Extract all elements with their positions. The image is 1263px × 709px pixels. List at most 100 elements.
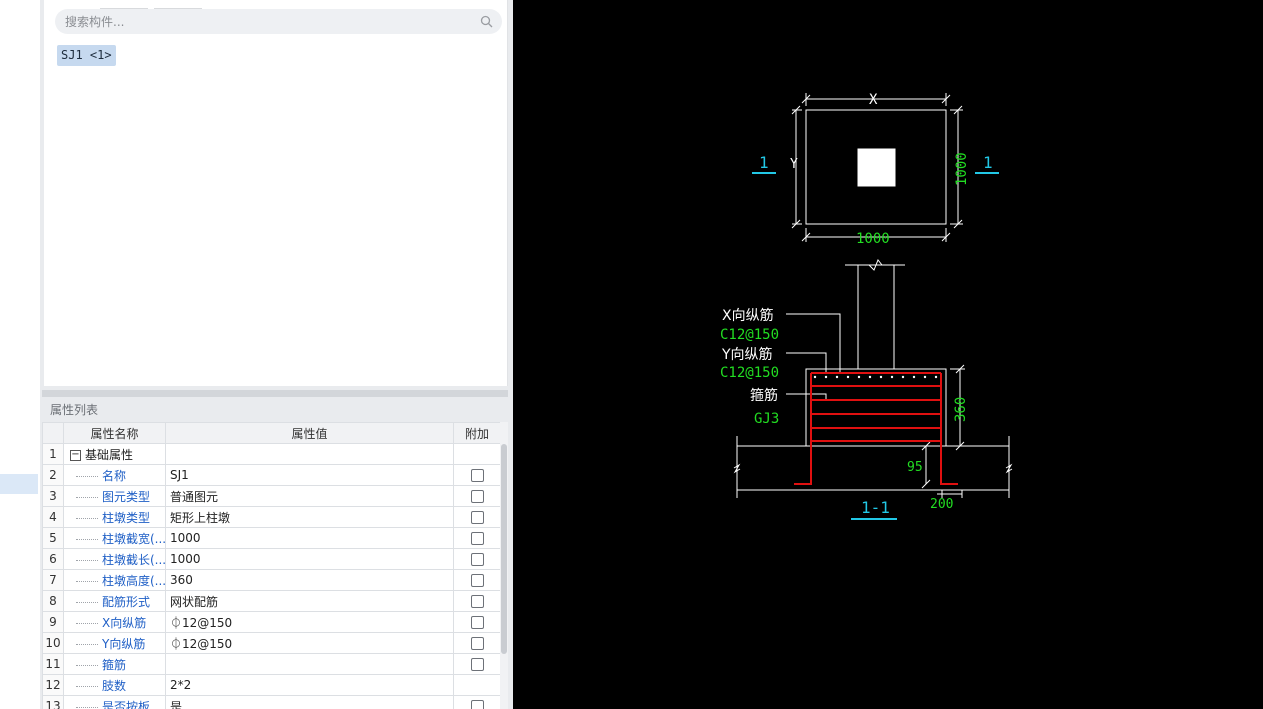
property-scrollbar[interactable] <box>500 422 508 709</box>
property-row[interactable]: 1−基础属性 <box>42 443 501 465</box>
tree-connector <box>76 580 98 582</box>
property-name-text: 基础属性 <box>85 447 134 462</box>
extra-checkbox[interactable] <box>470 658 484 671</box>
property-extra-cell <box>453 632 501 654</box>
property-value[interactable]: 普通图元 <box>165 485 454 507</box>
property-name-text: 柱墩截宽(... <box>102 531 166 546</box>
plan-width-value: 1000 <box>856 231 890 247</box>
section-title: 1-1 <box>861 498 890 517</box>
extra-checkbox[interactable] <box>470 532 484 545</box>
tree-connector <box>76 664 98 666</box>
column-plan <box>857 148 896 187</box>
rebar-dots <box>813 375 938 379</box>
property-name: 是否按板... <box>63 695 166 709</box>
tree-connector <box>76 622 98 624</box>
property-value[interactable]: 2*2 <box>165 674 454 696</box>
property-name: 柱墩高度(... <box>63 569 166 591</box>
extra-checkbox[interactable] <box>470 637 484 650</box>
tree-connector <box>76 559 98 561</box>
cad-drawing: X Y 1000 1000 1 1 <box>720 92 1013 520</box>
property-name: Y向纵筋 <box>63 632 166 654</box>
tree-connector <box>76 538 98 540</box>
extra-checkbox[interactable] <box>470 616 484 629</box>
property-value[interactable]: 360 <box>165 569 454 591</box>
y-rebar-label: Y向纵筋 <box>721 346 773 363</box>
y-rebar-spec: C12@150 <box>720 365 779 381</box>
property-value[interactable]: ⏀12@150 <box>165 632 454 654</box>
property-pane-title: 属性列表 <box>42 398 508 422</box>
search-icon[interactable] <box>480 15 493 28</box>
component-item-sj1[interactable]: SJ1 <1> <box>57 45 116 66</box>
property-extra-cell <box>453 569 501 591</box>
extra-checkbox[interactable] <box>470 469 484 482</box>
property-row-index: 4 <box>42 506 64 528</box>
cad-drawing-view[interactable]: X Y 1000 1000 1 1 <box>513 0 1263 709</box>
property-extra-cell <box>453 611 501 633</box>
extra-checkbox[interactable] <box>470 574 484 587</box>
property-row[interactable]: 5 柱墩截宽(...1000 <box>42 527 501 549</box>
property-scrollbar-thumb[interactable] <box>501 444 507 654</box>
property-extra-cell <box>453 590 501 612</box>
property-extra-cell <box>453 695 501 709</box>
stirrup-spec: GJ3 <box>754 411 779 427</box>
property-value[interactable]: 网状配筋 <box>165 590 454 612</box>
search-box <box>55 9 502 34</box>
property-name: 名称 <box>63 464 166 486</box>
anchor-length-value: 95 <box>907 460 923 475</box>
property-extra-cell <box>453 506 501 528</box>
property-name-text: 肢数 <box>102 678 127 693</box>
property-name: 柱墩截长(... <box>63 548 166 570</box>
search-input[interactable] <box>65 12 465 31</box>
section-height-value: 360 <box>953 397 969 422</box>
property-name-text: 图元类型 <box>102 489 151 504</box>
header-name: 属性名称 <box>63 422 166 444</box>
extra-checkbox[interactable] <box>470 700 484 709</box>
property-value[interactable]: 矩形上柱墩 <box>165 506 454 528</box>
extra-checkbox[interactable] <box>470 490 484 503</box>
property-name-text: 柱墩类型 <box>102 510 151 525</box>
property-table-header: 属性名称 属性值 附加 <box>42 422 501 444</box>
property-name: 柱墩类型 <box>63 506 166 528</box>
extra-checkbox[interactable] <box>470 553 484 566</box>
property-row-index: 3 <box>42 485 64 507</box>
property-row[interactable]: 4 柱墩类型矩形上柱墩 <box>42 506 501 528</box>
property-value[interactable]: SJ1 <box>165 464 454 486</box>
collapse-icon[interactable]: − <box>70 448 81 461</box>
left-nav-selected-item[interactable] <box>0 474 38 494</box>
x-rebar-label: X向纵筋 <box>722 307 774 324</box>
property-value[interactable] <box>165 653 454 675</box>
property-value[interactable]: 是 <box>165 695 454 709</box>
pane-splitter[interactable] <box>42 390 508 397</box>
tree-connector <box>76 496 98 498</box>
property-name: 箍筋 <box>63 653 166 675</box>
plan-dim-x-label: X <box>869 92 878 108</box>
extra-checkbox[interactable] <box>470 511 484 524</box>
section-view <box>733 259 1013 520</box>
property-row-index: 10 <box>42 632 64 654</box>
property-row[interactable]: 3 图元类型普通图元 <box>42 485 501 507</box>
property-value[interactable]: ⏀12@150 <box>165 611 454 633</box>
property-row-index: 8 <box>42 590 64 612</box>
property-value[interactable]: 1000 <box>165 548 454 570</box>
extra-checkbox[interactable] <box>470 595 484 608</box>
property-row-index: 5 <box>42 527 64 549</box>
property-name: 柱墩截宽(... <box>63 527 166 549</box>
property-value[interactable]: 1000 <box>165 527 454 549</box>
property-row-index: 9 <box>42 611 64 633</box>
plan-dim-y-label: Y <box>790 157 798 172</box>
property-extra-cell <box>453 527 501 549</box>
property-value[interactable] <box>165 443 454 465</box>
property-extra-cell <box>453 548 501 570</box>
property-name: 配筋形式 <box>63 590 166 612</box>
property-name: 图元类型 <box>63 485 166 507</box>
tree-connector <box>76 517 98 519</box>
